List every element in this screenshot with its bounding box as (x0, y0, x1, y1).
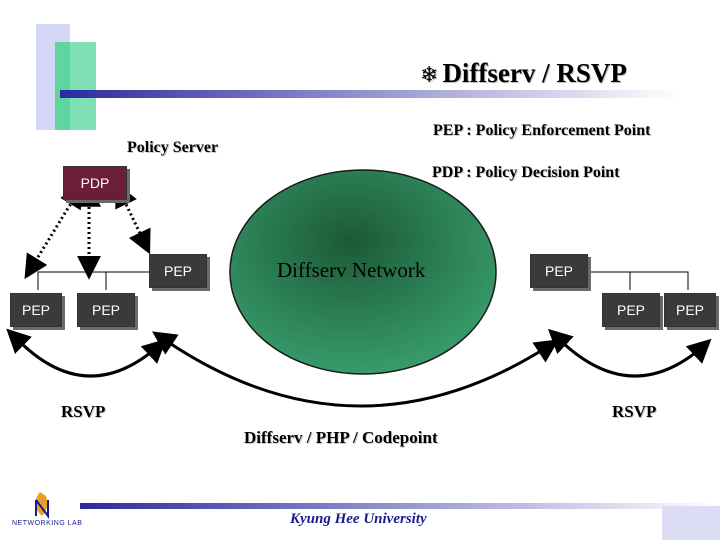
diffserv-network-label: Diffserv Network (277, 258, 426, 282)
pdp-box: PDP (63, 166, 127, 200)
rsvp-right-arc (547, 328, 712, 378)
deco-square-light (70, 42, 96, 130)
title-marker-icon: ❄ (420, 63, 439, 88)
policy-server-label: Policy Server (127, 139, 219, 156)
title-accent-bar (60, 90, 680, 98)
legend-pep: PEP : Policy Enforcement Point (433, 122, 651, 139)
diffserv-network-ellipse (229, 169, 497, 375)
rsvp-right-label: RSVP (612, 402, 657, 421)
deco-square-bottom (662, 506, 720, 540)
pep-box-host-1: PEP (10, 293, 62, 327)
diffserv-php-codepoint-label: Diffserv / PHP / Codepoint (244, 428, 438, 447)
pdp-to-pep-edge-arrow (115, 182, 151, 255)
pep-box-host-2: PEP (77, 293, 135, 327)
pep-box-edge-left: PEP (149, 254, 207, 288)
pep-box-host-3: PEP (602, 293, 660, 327)
pep-box-host-4: PEP (664, 293, 716, 327)
footer-university: Kyung Hee University (290, 511, 427, 527)
footer-logo-text: NETWORKING LAB (12, 520, 83, 527)
footer-accent-bar (80, 503, 720, 509)
legend-pdp: PDP : Policy Decision Point (432, 164, 620, 181)
pdp-to-pep-left-arrow (24, 183, 84, 280)
rsvp-left-label: RSVP (61, 402, 106, 421)
left-host-connector (37, 271, 150, 290)
slide-title: ❄Diffserv / RSVP (420, 58, 627, 89)
networking-lab-logo (35, 492, 49, 519)
right-host-connector (588, 271, 689, 290)
rsvp-left-arc (6, 328, 167, 378)
pep-box-edge-right: PEP (530, 254, 588, 288)
diffserv-middle-arc (152, 331, 560, 408)
slide-title-text: Diffserv / RSVP (442, 58, 627, 88)
